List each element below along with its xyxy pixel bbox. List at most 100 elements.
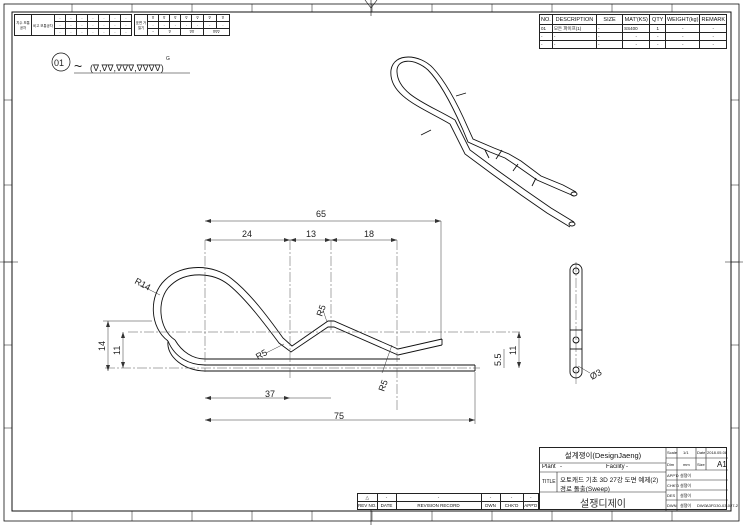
front-view [152,267,476,372]
dim-r5-left: R5 [254,347,269,361]
table-cell: SS400 [622,24,651,33]
outer-frame [3,3,740,522]
tilde-symbol: ~ [74,58,82,74]
sign-value-dwn: 설쟁이 [680,503,692,508]
date-value: 2018.05.08 [707,450,728,455]
table-cell: - [664,40,701,49]
sign-label-chkd: CHK'D [667,483,680,488]
size-label: Size [697,462,705,467]
table-cell: - [649,40,666,49]
tol-title-b: 비고 보통공차 [31,14,55,36]
table-cell: - [699,40,727,49]
dim-r5-bottom: R5 [376,378,389,392]
table-cell: 1 [649,24,666,33]
scale-label: Scale [667,450,678,455]
side-view [569,263,583,379]
table-cell: - [622,40,651,49]
sign-value-appd: 설쟁이 [680,473,692,478]
dim-75: 75 [334,411,344,421]
rev-record-value: - [395,493,482,502]
table-cell: - [699,32,727,41]
title-label: TITLE [542,479,556,485]
facility-value: - [626,464,628,470]
size-value: A1 [717,460,727,469]
dim-11-left: 11 [112,346,122,355]
table-row: 01 모든 파이프(1) - SS400 1 - - [539,24,727,33]
table-cell: - [595,32,624,41]
bom-header-description: DESCRIPTION [551,14,597,25]
table-row: REV NO. DATE REVISION RECORD DWN CHK'D A… [357,501,540,510]
rev-no-value: △ [357,493,378,502]
sign-label-dwg: DWG [697,503,707,508]
dim-13: 13 [306,229,316,239]
bom-header-mat: MAT'(KS) [622,14,651,25]
finish-note: 01 ~ (∇,∇∇,∇∇∇,∇∇∇∇) G [54,56,170,74]
company-name: 설계쟁이(DesignJaeng) [564,451,642,460]
dim-r5-top: R5 [314,303,327,317]
plant-value: - [560,464,562,470]
table-cell: - [539,40,553,49]
dim-r14: R14 [133,276,152,293]
title-block-grid [540,448,728,511]
sign-label-dwn: DWN [667,503,677,508]
center-lines [105,240,577,410]
dimension-lines [103,220,591,424]
finish-superscript: G [166,56,170,62]
dim-14: 14 [97,341,107,351]
plant-label: Plant [542,464,556,470]
table-cell: - [664,24,701,33]
dim-5-5: 5.5 [493,353,503,366]
rev-header-chkd: CHK'D [499,501,524,510]
isometric-view [390,56,578,228]
table-cell: - [699,24,727,33]
revision-table: △ - - - - - REV NO. DATE REVISION RECORD… [357,493,540,510]
dim-24: 24 [242,229,252,239]
bom-header-remark: REMARK [699,14,727,25]
facility-label: Facility [606,464,625,470]
table-cell: - [551,32,597,41]
dim-65: 65 [316,209,326,219]
bom-header-weight: WEIGHT(kg) [664,14,701,25]
drawing-number: A3FD30-03-027-2 [706,503,739,508]
dim-11-right: 11 [508,346,518,355]
sign-value-chkd: 설쟁이 [680,483,692,488]
drawing-title-line1: 오토캐드 기초 3D 27강 도면 예제(2) [560,477,659,484]
bom-header-size: SIZE [595,14,624,25]
rev-header-date: DATE [376,501,397,510]
item-balloon [51,52,71,72]
drawing-title-line2: 경로 돌출(Sweep) [560,486,610,493]
table-cell: 모든 파이프(1) [551,24,597,33]
dimension-arrows [106,219,521,422]
rev-appd-value: - [522,493,540,502]
table-row: - - - - - - - [539,32,727,41]
table-cell: - [664,32,701,41]
item-number: 01 [54,58,64,68]
sign-label-des: DES [667,493,676,498]
rev-dwn-value: - [480,493,501,502]
table-cell: - [539,32,553,41]
table-cell: - [595,24,624,33]
table-cell: - [595,40,624,49]
dim-value: mm [683,462,690,467]
table-cell: - [622,32,651,41]
rev-header-dwn: DWN [480,501,501,510]
rev-header-no: REV NO. [357,501,378,510]
rev-date-value: - [376,493,397,502]
dim-18: 18 [364,229,374,239]
bom-header-no: NO. [539,14,553,25]
table-cell: - [649,32,666,41]
table-cell: - [551,40,597,49]
inner-frame [11,11,732,512]
dim-37: 37 [265,389,275,399]
rev-chkd-value: - [499,493,524,502]
sign-label-appd: APP'D [667,473,679,478]
rev-header-appd: APP'D [522,501,540,510]
brand-logo: 설쟁디제이 [580,499,626,510]
dim-dia3: Ø3 [588,367,603,382]
table-row: △ - - - - - [357,493,540,502]
table-cell: 01 [539,24,553,33]
dimension-text: 65 24 13 18 R14 R5 R5 R5 14 11 5.5 11 37… [97,209,603,421]
